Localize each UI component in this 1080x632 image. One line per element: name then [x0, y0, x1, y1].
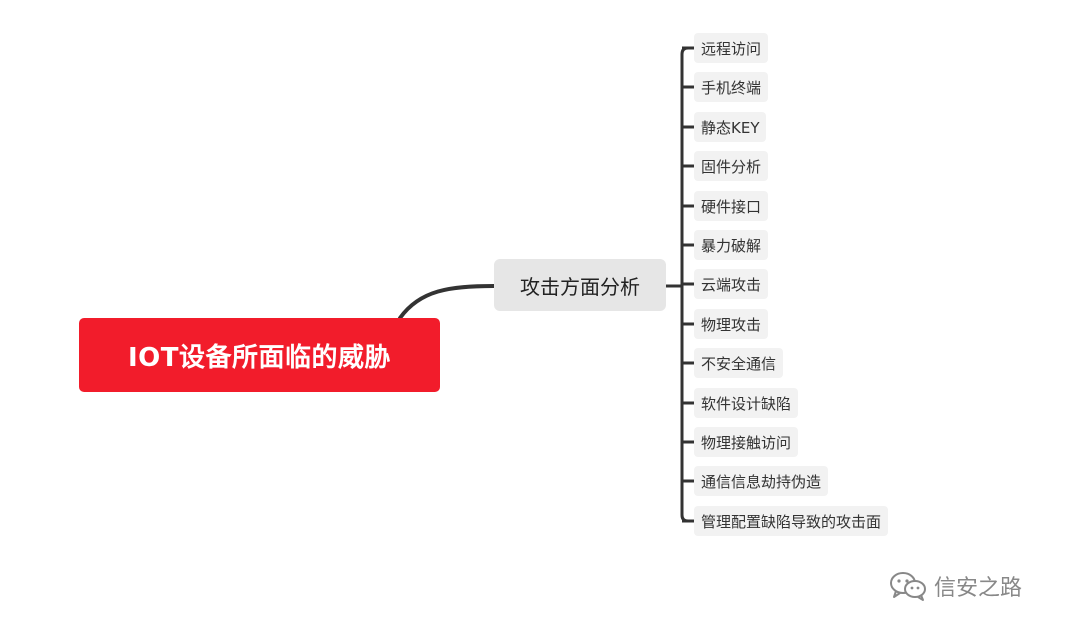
root-main-connector [398, 284, 496, 320]
leaf-topic[interactable]: 暴力破解 [694, 230, 769, 260]
leaf-topic[interactable]: 软件设计缺陷 [694, 388, 799, 418]
leaf-topic[interactable]: 云端攻击 [694, 269, 769, 299]
watermark-text: 信安之路 [934, 576, 1023, 601]
leaf-topic[interactable]: 硬件接口 [694, 191, 769, 221]
leaf-topic[interactable]: 远程访问 [694, 33, 769, 63]
watermark: 信安之路 [888, 566, 1022, 606]
wechat-icon [890, 572, 926, 601]
leaf-topic[interactable]: 静态KEY [694, 112, 767, 142]
leaf-topic[interactable]: 通信信息劫持伪造 [694, 466, 829, 496]
leaf-topic[interactable]: 物理攻击 [694, 309, 769, 339]
leaf-topic[interactable]: 不安全通信 [694, 348, 784, 378]
leaf-topic[interactable]: 固件分析 [694, 151, 769, 181]
trunk-bottom-curve [680, 514, 689, 523]
leaf-topic[interactable]: 手机终端 [694, 72, 769, 102]
root-topic[interactable]: IOT设备所面临的威胁 [79, 318, 440, 392]
leaf-topic[interactable]: 物理接触访问 [694, 427, 799, 457]
main-topic-attack-analysis[interactable]: 攻击方面分析 [494, 259, 666, 311]
leaf-topic[interactable]: 管理配置缺陷导致的攻击面 [694, 506, 889, 536]
trunk-top-curve [680, 46, 689, 55]
branch-group [680, 46, 694, 523]
